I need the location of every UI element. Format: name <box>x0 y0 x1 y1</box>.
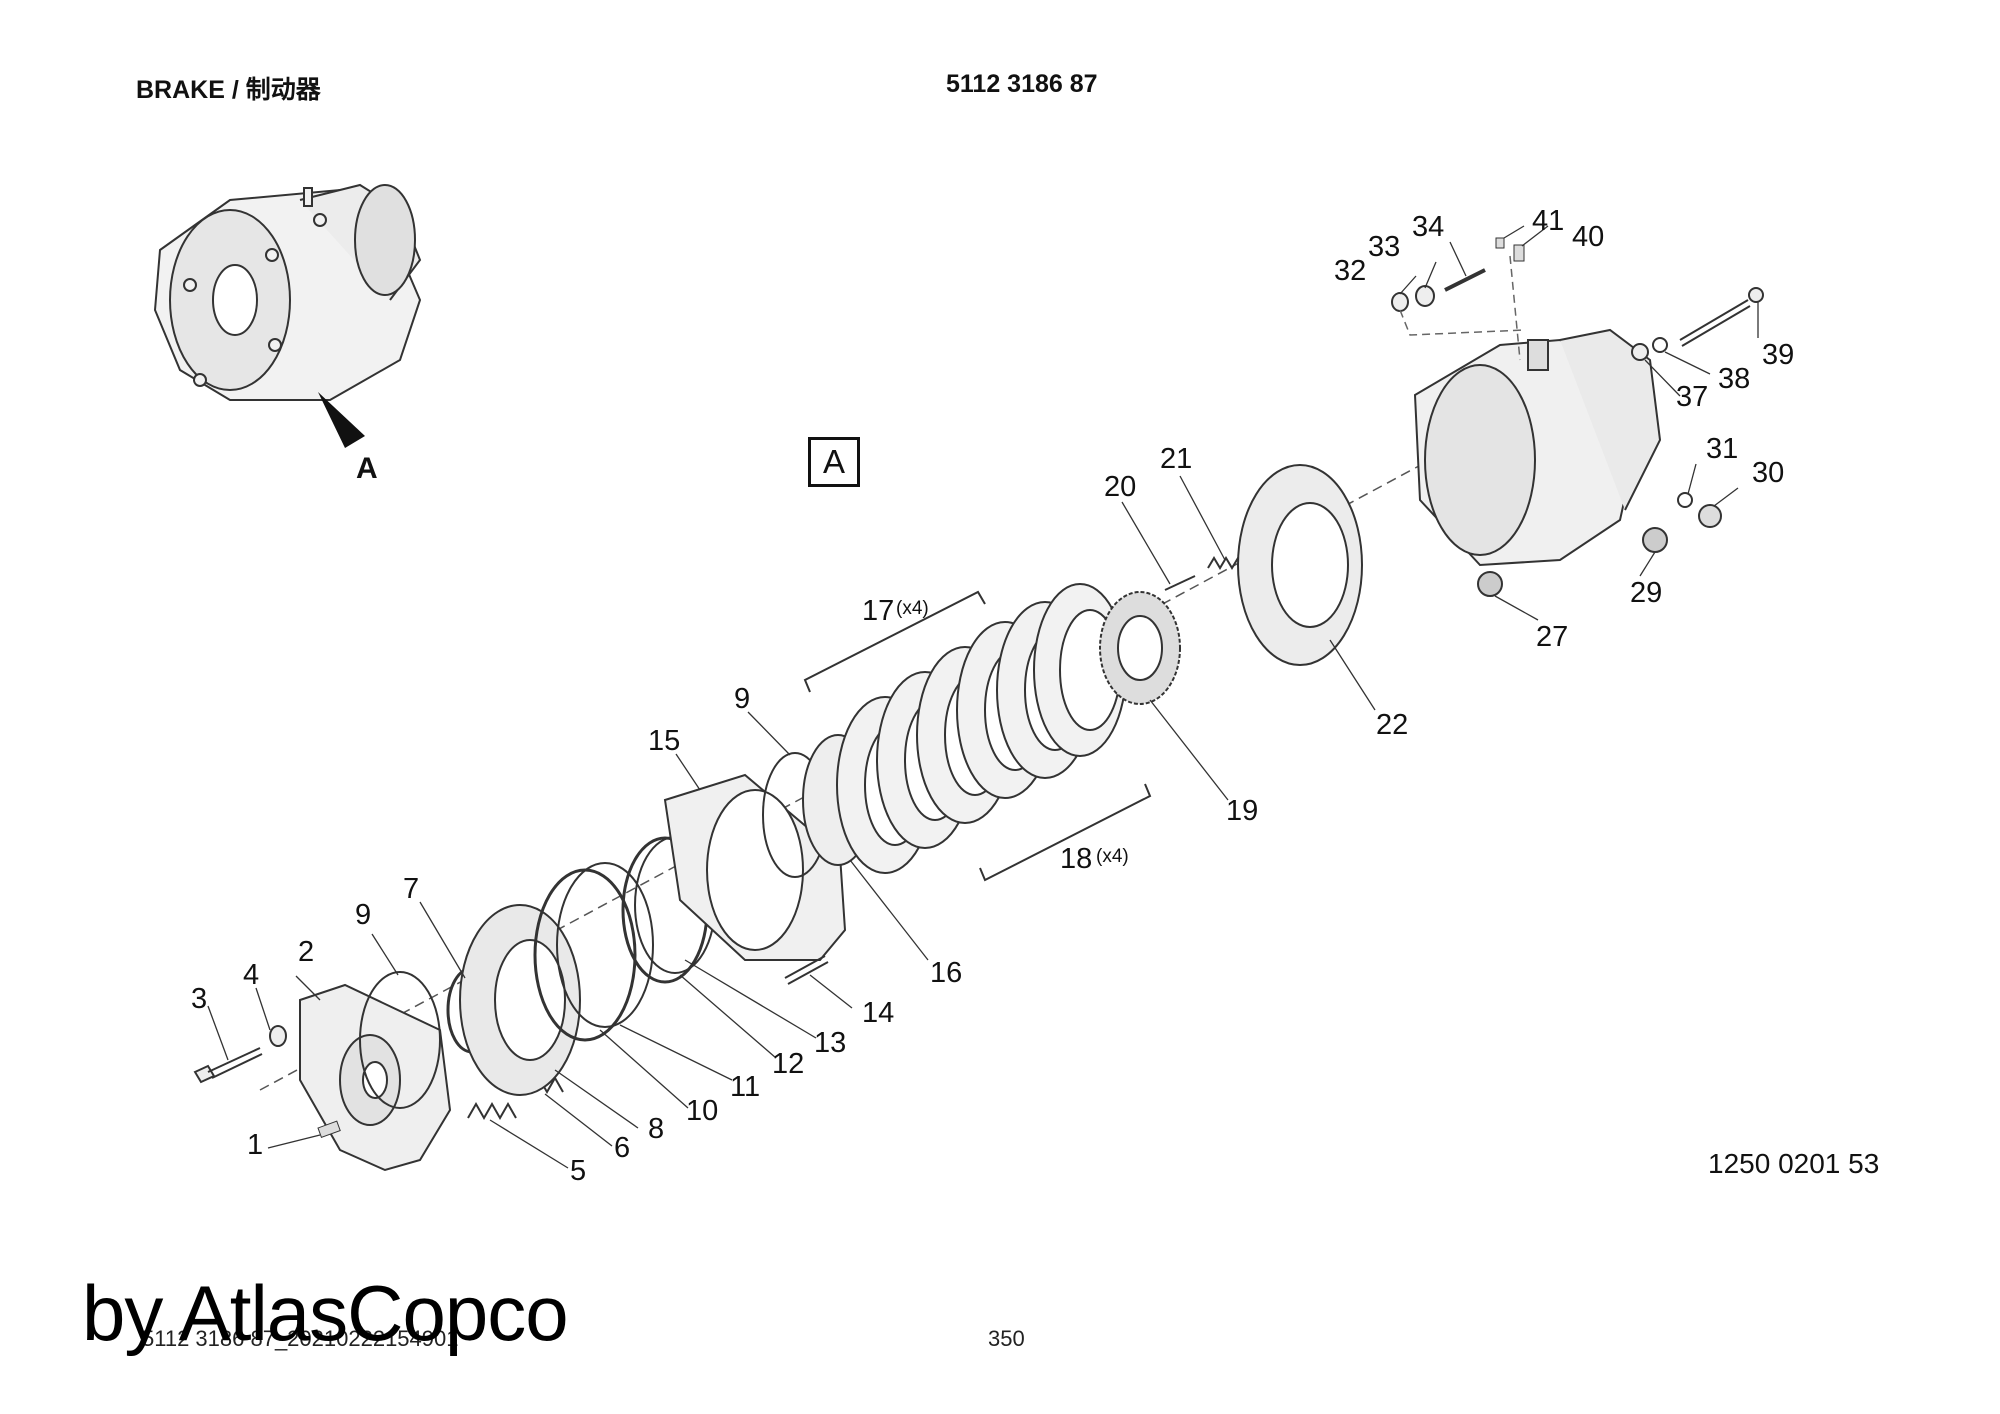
bracket-17 <box>803 590 986 693</box>
callout-21: 21 <box>1160 443 1192 475</box>
callout-34: 34 <box>1412 211 1444 243</box>
part-cover-2 <box>299 983 452 1172</box>
callout-29: 29 <box>1630 577 1662 609</box>
callout-33: 33 <box>1368 231 1400 263</box>
drawing-reference: 1250 0201 53 <box>1708 1148 1880 1179</box>
callout-3: 3 <box>191 983 207 1015</box>
callout-38: 38 <box>1718 363 1750 395</box>
view-direction-arrow <box>318 392 365 448</box>
callout-9b: 9 <box>734 683 750 715</box>
callout-18-qty: (x4) <box>1096 846 1129 867</box>
part-bolt-3 <box>193 1047 263 1084</box>
part-disc-stack-17-18 <box>836 583 1127 874</box>
watermark: by AtlasCopco <box>82 1269 569 1357</box>
callout-4: 4 <box>243 959 259 991</box>
callout-1: 1 <box>247 1129 263 1161</box>
callout-12: 12 <box>772 1048 804 1080</box>
assembly-overview-drawing <box>153 183 422 401</box>
part-pin-20 <box>1164 575 1196 591</box>
part-40 <box>1513 244 1525 262</box>
callout-20: 20 <box>1104 471 1136 503</box>
part-spring-5 <box>467 1101 517 1121</box>
callout-7: 7 <box>403 873 419 905</box>
callout-11: 11 <box>730 1071 760 1103</box>
part-plug-29 <box>1642 527 1668 553</box>
page-title: BRAKE / 制动器 <box>136 76 321 104</box>
part-31 <box>1677 492 1693 508</box>
part-washer-4 <box>269 1025 287 1047</box>
part-screw-32-33 <box>1391 285 1435 312</box>
view-label-box: A <box>808 437 860 487</box>
callout-9a: 9 <box>355 899 371 931</box>
callout-39: 39 <box>1762 339 1794 371</box>
callout-19: 19 <box>1226 795 1258 827</box>
part-bolt-14 <box>784 955 829 985</box>
part-number: 5112 3186 87 <box>946 70 1098 98</box>
callout-30: 30 <box>1752 457 1784 489</box>
callout-8: 8 <box>648 1113 664 1145</box>
callout-27: 27 <box>1536 621 1568 653</box>
callout-40: 40 <box>1572 221 1604 253</box>
callout-15: 15 <box>648 725 680 757</box>
assembly-line-top <box>1399 309 1526 336</box>
callout-17: 17 <box>862 595 894 627</box>
part-housing-15 <box>663 773 847 961</box>
leader-lines <box>207 225 1759 1169</box>
assembly-line-top-2 <box>1509 255 1521 361</box>
part-38 <box>1652 337 1668 353</box>
callout-17-qty: (x4) <box>896 598 929 619</box>
part-piston-8 <box>459 904 581 1096</box>
part-seal-9 <box>359 971 441 1109</box>
view-arrow-label: A <box>356 452 378 485</box>
callout-14: 14 <box>862 997 894 1029</box>
part-ring-11 <box>556 862 654 1028</box>
callout-37: 37 <box>1676 381 1708 413</box>
callout-32: 32 <box>1334 255 1366 287</box>
part-41 <box>1495 237 1505 249</box>
part-plug-30 <box>1698 504 1722 528</box>
callout-2: 2 <box>298 936 314 968</box>
part-gear-19 <box>1099 591 1181 705</box>
page-number: 350 <box>988 1326 1025 1351</box>
part-piston-22 <box>1237 464 1363 666</box>
callout-5: 5 <box>570 1155 586 1187</box>
callout-6: 6 <box>614 1132 630 1164</box>
part-plug-27 <box>1477 571 1503 597</box>
callout-22: 22 <box>1376 709 1408 741</box>
bracket-18 <box>979 783 1152 882</box>
part-plug-1 <box>317 1120 341 1139</box>
callout-10: 10 <box>686 1095 718 1127</box>
callout-13: 13 <box>814 1027 846 1059</box>
part-bolt-39 <box>1679 287 1764 347</box>
callout-41: 41 <box>1532 205 1564 237</box>
part-pin-34 <box>1444 268 1486 292</box>
callout-18: 18 <box>1060 843 1092 875</box>
part-37 <box>1631 343 1649 361</box>
callout-31: 31 <box>1706 433 1738 465</box>
part-housing-main <box>1413 328 1662 567</box>
callout-16: 16 <box>930 957 962 989</box>
footer-file-name: 5112 3186 87_20210222154901 <box>142 1326 459 1351</box>
